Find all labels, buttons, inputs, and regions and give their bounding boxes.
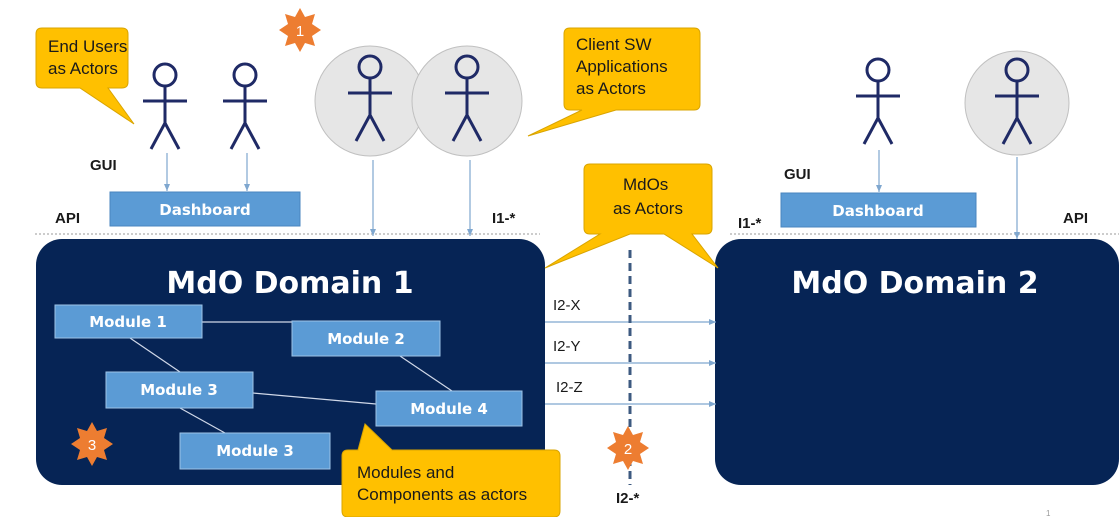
callout-client-sw-text: Client SW Applications as Actors [576, 35, 672, 98]
module-3a[interactable] [105, 371, 254, 409]
end-user-icon-1 [141, 62, 189, 151]
end-user-icon-3 [854, 57, 902, 146]
link-module3-module4 [252, 392, 377, 405]
badge-1-icon [279, 8, 321, 52]
mdo-domain-2 [715, 239, 1119, 485]
module-3b-label: Module 3 [216, 442, 294, 460]
i2-y-label: I2-Y [553, 338, 581, 355]
module-3a-label: Module 3 [140, 381, 218, 399]
gui-label-right: GUI [784, 166, 811, 183]
module-1-label: Module 1 [89, 313, 167, 331]
dashboard-left-label: Dashboard [159, 201, 250, 219]
mdo-domain-1-title: MdO Domain 1 [166, 266, 413, 301]
callout-mdos-text: MdOs as Actors [613, 175, 683, 218]
i2-star-label: I2-* [616, 490, 640, 507]
dashboard-left[interactable] [109, 191, 301, 227]
dashboard-right[interactable] [780, 192, 977, 228]
module-3b[interactable] [179, 432, 331, 470]
link-module3-module3b [179, 407, 226, 434]
module-2-label: Module 2 [327, 330, 405, 348]
i1-label-left: I1-* [492, 210, 516, 227]
i2-z-label: I2-Z [556, 379, 583, 396]
page-number: 1 [1046, 509, 1051, 517]
api-label-right: API [1063, 210, 1088, 227]
api-label-left: API [55, 210, 80, 227]
callout-modules-text: Modules and Components as actors [357, 463, 527, 504]
callout-end-users-text: End Users as Actors [48, 37, 132, 78]
dashboard-right-label: Dashboard [832, 202, 923, 220]
gui-label-left: GUI [90, 157, 117, 174]
module-1[interactable] [54, 304, 203, 339]
mdo-domain-2-title: MdO Domain 2 [791, 266, 1038, 301]
badge-3-icon [71, 422, 113, 466]
i2-x-label: I2-X [553, 297, 581, 314]
badge-3-label: 3 [88, 437, 96, 454]
link-module1-module3 [129, 337, 181, 373]
callout-end-users [35, 27, 135, 125]
callout-mdos [544, 163, 719, 269]
callout-client-sw [527, 27, 701, 137]
module-2[interactable] [291, 320, 441, 357]
badge-2-label: 2 [624, 441, 632, 458]
badge-2-icon [607, 426, 649, 470]
module-4[interactable] [375, 390, 523, 427]
module-4-label: Module 4 [410, 400, 488, 418]
badge-1-label: 1 [296, 23, 304, 40]
end-user-icon-2 [221, 62, 269, 151]
i1-label-right: I1-* [738, 215, 762, 232]
link-module2-module4 [399, 355, 453, 392]
